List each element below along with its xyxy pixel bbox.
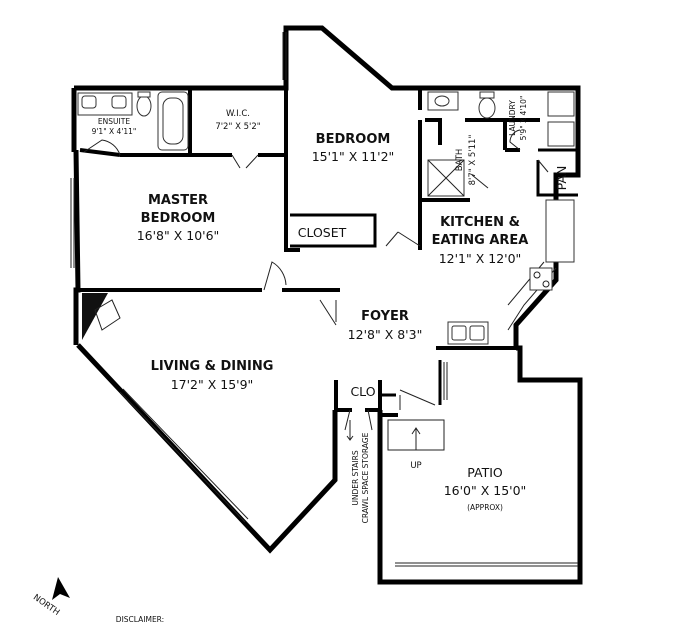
clo-label: CLO <box>350 384 375 399</box>
ensuite-dims: 9'1" X 4'11" <box>92 127 137 136</box>
fixtures <box>77 91 575 451</box>
wic-name: W.I.C. <box>226 109 250 119</box>
room-labels: BEDROOM 15'1" X 11'2" MASTER BEDROOM 16'… <box>31 96 569 624</box>
master-name-line1: MASTER <box>148 193 208 208</box>
bath-name: BATH <box>455 149 465 172</box>
kitchen-name-line2: EATING AREA <box>432 233 529 248</box>
north-arrow <box>52 577 70 600</box>
kitchen-dims: 12'1" X 12'0" <box>439 251 522 266</box>
patio-name: PATIO <box>467 465 503 480</box>
crawl-space-label: CRAWL SPACE STORAGE <box>361 432 370 523</box>
laundry-dims: 5'9" X 4'10" <box>519 96 528 141</box>
under-stairs-label: UNDER STAIRS <box>351 450 360 506</box>
bath-dims: 8'7" X 5'11" <box>468 135 478 186</box>
living-dims: 17'2" X 15'9" <box>171 377 254 392</box>
doors <box>83 129 549 431</box>
foyer-name: FOYER <box>361 309 409 324</box>
bedroom-dims: 15'1" X 11'2" <box>312 149 395 164</box>
wic-dims: 7'2" X 5'2" <box>215 122 260 132</box>
master-name-line2: BEDROOM <box>141 211 216 226</box>
stairs-up-label: UP <box>410 461 421 471</box>
pantry-label: PAN <box>554 166 569 191</box>
bedroom-name: BEDROOM <box>316 132 391 147</box>
closet-label: CLOSET <box>298 225 347 240</box>
interior-walls <box>79 88 578 417</box>
master-dims: 16'8" X 10'6" <box>137 228 220 243</box>
foyer-dims: 12'8" X 8'3" <box>348 327 423 342</box>
patio-dims: 16'0" X 15'0" <box>444 483 527 498</box>
north-label: NORTH <box>31 593 61 618</box>
patio-note: (APPROX) <box>467 503 503 512</box>
kitchen-name-line1: KITCHEN & <box>440 215 520 230</box>
windows <box>70 32 578 567</box>
disclaimer-label: DISCLAIMER: <box>116 615 164 624</box>
living-name: LIVING & DINING <box>151 359 274 374</box>
laundry-name: LAUNDRY <box>508 100 517 136</box>
ensuite-name: ENSUITE <box>98 117 130 126</box>
